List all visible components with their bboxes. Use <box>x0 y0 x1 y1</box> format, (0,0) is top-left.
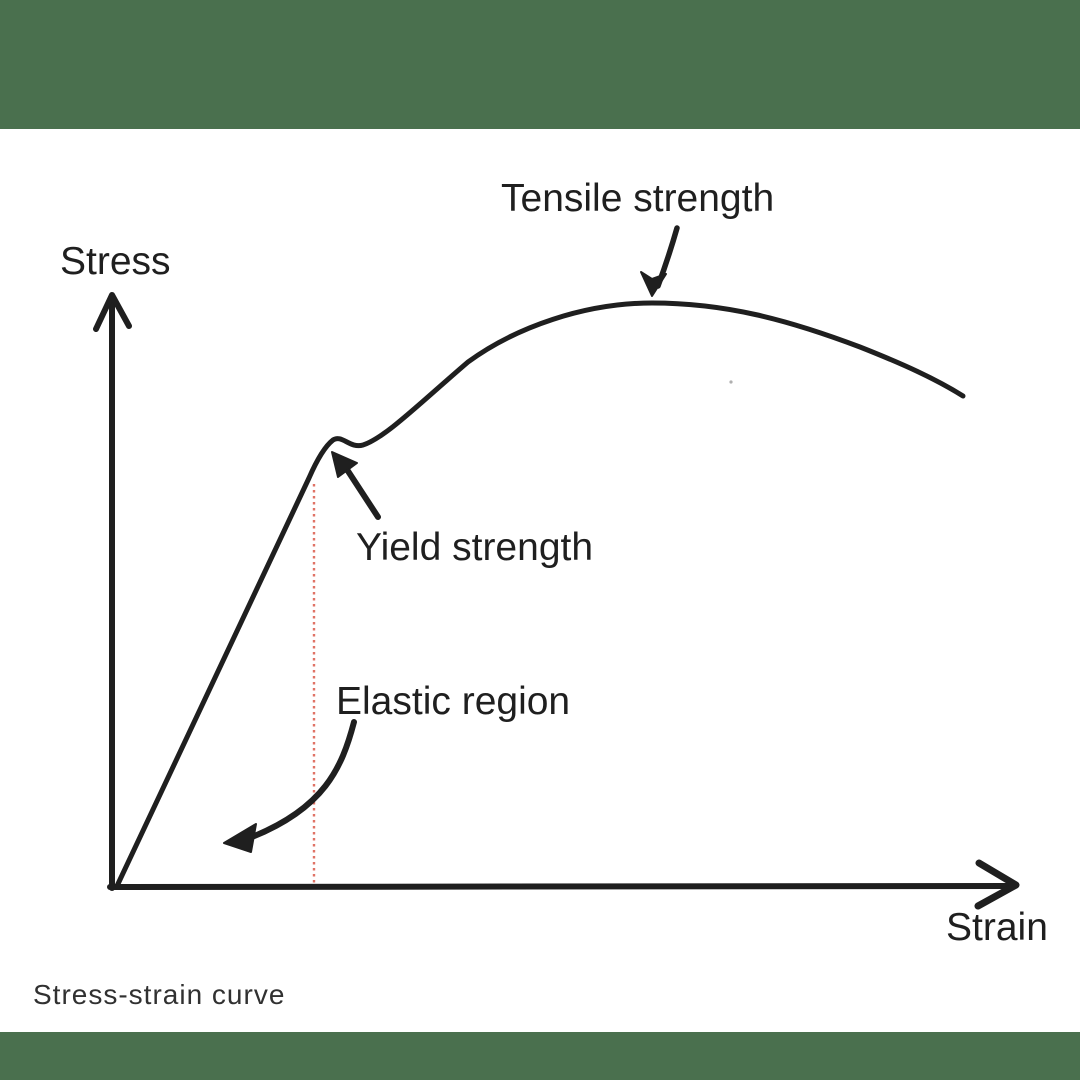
bottom-green-bar <box>0 1032 1080 1080</box>
x-axis-line <box>107 883 1013 890</box>
yield-arrow-shaft <box>343 465 381 520</box>
y-axis-label: Stress <box>60 240 171 283</box>
tensile-strength-label: Tensile strength <box>501 177 774 220</box>
stray-ink-speck <box>729 380 733 384</box>
yield-arrowhead <box>331 451 358 478</box>
yield-strength-arrow-icon <box>331 451 381 520</box>
axes <box>93 292 1020 910</box>
yield-strength-label: Yield strength <box>356 526 593 569</box>
tensile-arrowhead <box>640 271 667 297</box>
elastic-region-label: Elastic region <box>336 680 570 723</box>
elastic-arrowhead <box>223 823 257 853</box>
diagram-caption: Stress-strain curve <box>33 979 285 1010</box>
x-axis-arrowhead-icon <box>974 859 1020 910</box>
top-green-bar <box>0 0 1080 129</box>
x-axis-label: Strain <box>946 906 1048 949</box>
stress-strain-curve <box>114 300 966 889</box>
y-axis-arrowhead-icon <box>93 292 132 332</box>
elastic-region-arrow-icon <box>223 719 357 853</box>
elastic-arrow-shaft <box>249 719 357 840</box>
tensile-strength-arrow-icon <box>640 225 680 297</box>
